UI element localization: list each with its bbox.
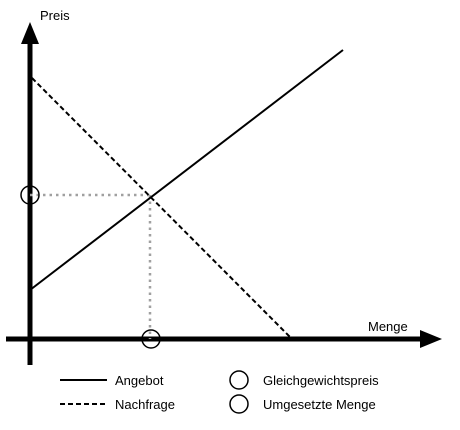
legend-supply-label: Angebot: [115, 373, 164, 388]
legend-price-marker-label: Gleichgewichtspreis: [263, 373, 379, 388]
legend-quantity-marker-label: Umgesetzte Menge: [263, 397, 376, 412]
supply-curve: [29, 49, 344, 291]
y-axis-label: Preis: [40, 8, 70, 23]
x-axis-label: Menge: [368, 319, 408, 334]
legend-quantity-marker-icon: [229, 394, 249, 414]
equilibrium-price-marker: [20, 185, 40, 205]
legend: Angebot Nachfrage Gleichgewichtspreis Um…: [60, 370, 379, 414]
x-axis-arrowhead: [420, 330, 442, 348]
equilibrium-quantity-marker: [141, 329, 161, 349]
y-axis-arrowhead: [21, 22, 39, 44]
legend-price-marker-icon: [229, 370, 249, 390]
demand-curve: [31, 77, 293, 340]
legend-demand-label: Nachfrage: [115, 397, 175, 412]
